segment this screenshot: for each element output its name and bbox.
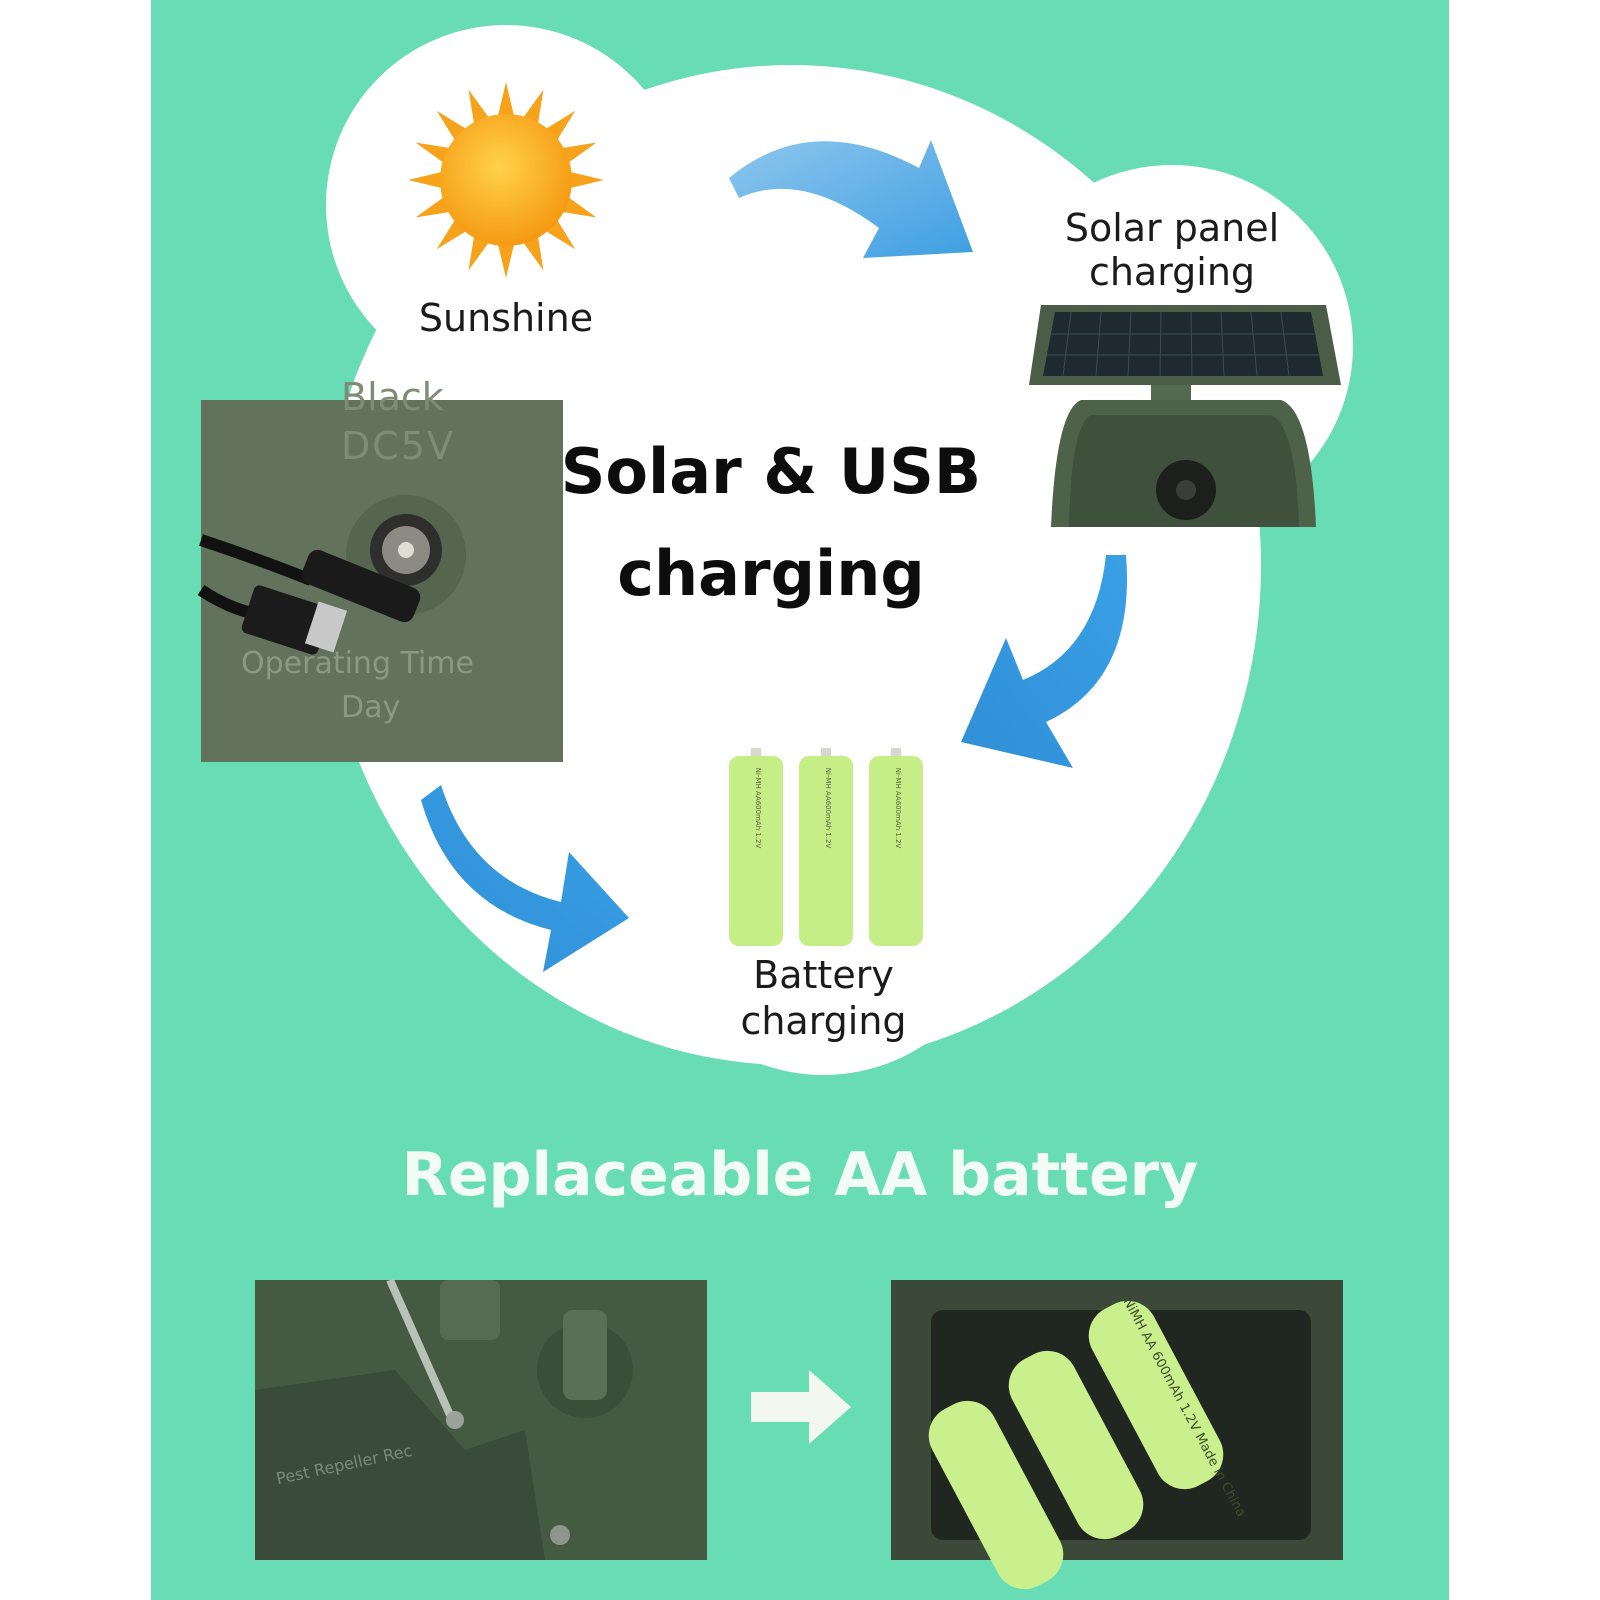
sun-ray bbox=[415, 142, 453, 165]
solar-panel-label-line1: Solar panel bbox=[1064, 206, 1280, 250]
arrow-usb-to-battery bbox=[421, 785, 629, 972]
battery-print-3: Ni-MH AA600mAh 1.2V bbox=[894, 768, 902, 849]
sun-ray bbox=[497, 241, 515, 278]
sun-ray bbox=[559, 195, 597, 218]
port-day-text: Day bbox=[341, 690, 401, 725]
sun-ray bbox=[408, 171, 445, 189]
solar-panel-label-line2: charging bbox=[1088, 250, 1256, 294]
sunshine-label: Sunshine bbox=[418, 296, 594, 340]
port-operating-text: Operating Time bbox=[241, 646, 474, 681]
port-voltage-text: DC5V bbox=[341, 424, 455, 468]
battery-label-line2: charging bbox=[740, 999, 907, 1043]
usb-port-image bbox=[197, 400, 563, 762]
battery-node: Ni-MH AA600mAh 1.2V Ni-MH AA600mAh 1.2V … bbox=[641, 710, 1006, 1075]
arrow-panel-to-battery bbox=[961, 555, 1127, 768]
center-title-line1: Solar & USB bbox=[560, 435, 982, 508]
battery-compartment-photo: NiMH AA 600mAh 1.2V Made in China bbox=[891, 1280, 1343, 1590]
sun-ray bbox=[521, 233, 544, 271]
sun-icon bbox=[408, 82, 604, 278]
sun-ray bbox=[415, 195, 453, 218]
sun-ray bbox=[497, 82, 515, 119]
center-title-line2: charging bbox=[617, 537, 925, 610]
sun-ray bbox=[468, 233, 491, 271]
infographic-panel: Sunshine Solar panel charging bbox=[151, 0, 1449, 1600]
sun-ray bbox=[521, 89, 544, 127]
port-text-top: Black bbox=[341, 375, 444, 419]
section-title: Replaceable AA battery bbox=[401, 1140, 1199, 1210]
battery-print-1: Ni-MH AA600mAh 1.2V bbox=[754, 768, 762, 849]
sun-ray bbox=[468, 89, 491, 127]
sun-ray bbox=[559, 142, 597, 165]
cycle-arrows bbox=[421, 140, 1127, 972]
right-arrow-icon bbox=[751, 1370, 851, 1444]
solar-panel-image bbox=[1029, 305, 1341, 527]
sun-ray bbox=[567, 171, 604, 189]
sunshine-node: Sunshine bbox=[326, 25, 686, 385]
battery-print-2: Ni-MH AA600mAh 1.2V bbox=[824, 768, 832, 849]
usb-port-node: Black DC5V Operating Time Day bbox=[197, 375, 563, 762]
battery-label-line1: Battery bbox=[753, 953, 894, 997]
battery-trio-image: Ni-MH AA600mAh 1.2V Ni-MH AA600mAh 1.2V … bbox=[729, 748, 923, 946]
solar-panel-node: Solar panel charging bbox=[991, 165, 1353, 527]
arrow-sun-to-panel bbox=[729, 140, 973, 258]
screwdriver-photo: Pest Repeller Rec bbox=[255, 1278, 707, 1560]
